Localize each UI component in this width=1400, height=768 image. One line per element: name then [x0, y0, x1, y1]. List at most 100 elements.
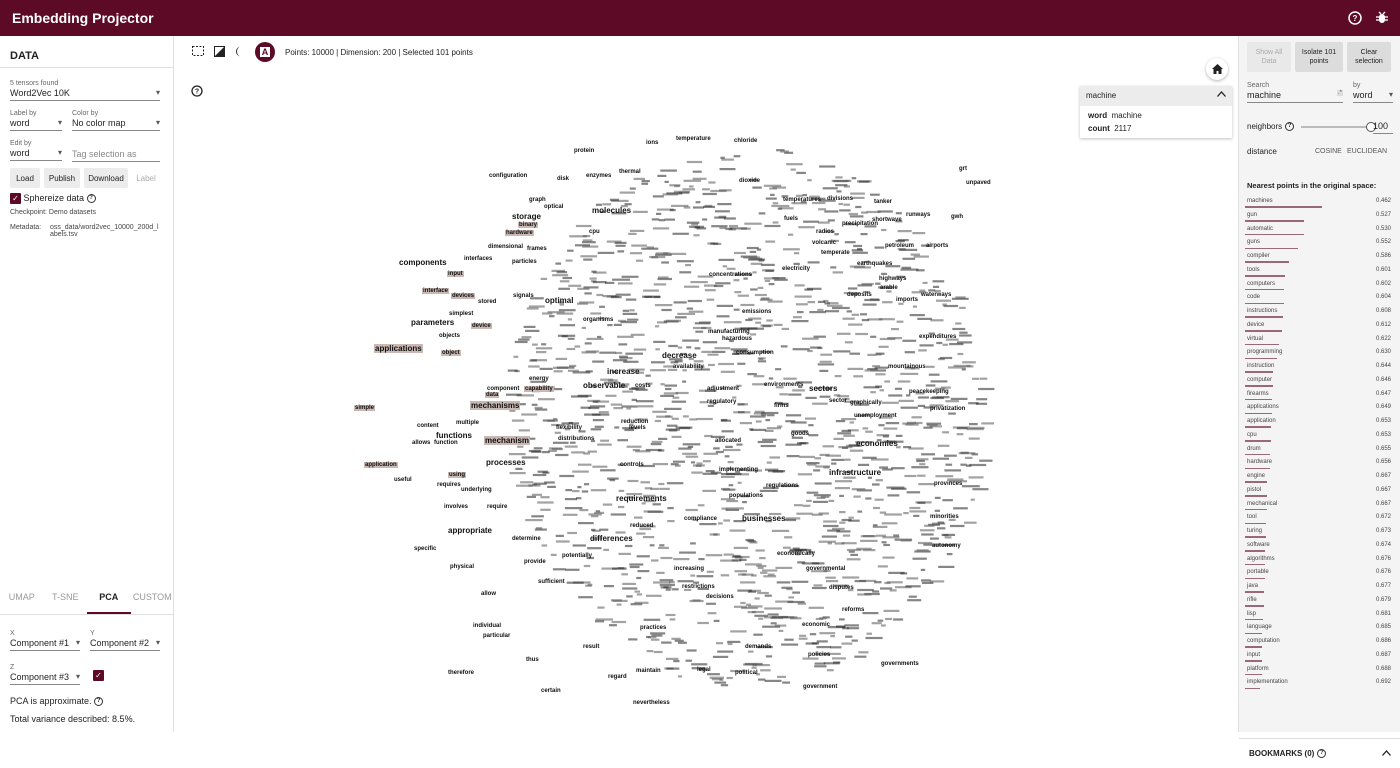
color-by-select[interactable]: Color by No color map▾ [72, 110, 160, 131]
point-label[interactable]: maintain [636, 668, 661, 674]
point-label[interactable]: graph [529, 197, 546, 203]
neighbors-slider[interactable] [1301, 122, 1376, 132]
point-label[interactable]: organisms [583, 317, 614, 323]
point-label[interactable]: simple [354, 405, 376, 411]
point-label[interactable]: using [448, 472, 466, 478]
point-label[interactable]: government [803, 684, 838, 690]
point-label[interactable]: divisions [827, 196, 854, 202]
euclidean-toggle[interactable]: EUCLIDEAN [1347, 148, 1388, 155]
point-label[interactable]: decisions [706, 594, 734, 600]
point-label[interactable]: grt [959, 166, 967, 172]
selected-point-header[interactable]: machine [1080, 86, 1232, 106]
regex-icon[interactable]: .* [1336, 90, 1343, 96]
point-label[interactable]: emissions [742, 309, 772, 315]
bug-icon[interactable] [1376, 11, 1388, 25]
point-label[interactable]: infrastructure [829, 468, 882, 477]
point-label[interactable]: specific [414, 546, 437, 552]
select-rectangle-icon[interactable] [192, 46, 204, 58]
point-label[interactable]: goods [791, 431, 809, 437]
point-label[interactable]: unpaved [966, 180, 991, 186]
point-label[interactable]: thermal [619, 169, 641, 175]
point-label[interactable]: tanker [874, 199, 893, 205]
point-label[interactable]: determine [512, 536, 541, 542]
point-label[interactable]: unemployment [854, 413, 897, 419]
point-label[interactable]: mechanism [484, 436, 531, 445]
point-label[interactable]: deposits [847, 292, 872, 298]
point-label[interactable]: parameters [411, 318, 455, 327]
point-label[interactable]: decrease [662, 351, 697, 360]
point-label[interactable]: economic [802, 622, 831, 628]
point-label[interactable]: sector [829, 398, 848, 404]
point-label[interactable]: underlying [461, 487, 492, 493]
point-label[interactable]: objects [439, 333, 461, 339]
point-label[interactable]: device [471, 323, 492, 329]
point-label[interactable]: energy [529, 376, 549, 382]
point-label[interactable]: function [434, 440, 458, 446]
point-label[interactable]: ions [646, 140, 659, 146]
help-icon[interactable]: ? [94, 697, 104, 707]
point-label[interactable]: involves [444, 504, 469, 510]
help-icon[interactable]: ? [1285, 122, 1295, 131]
point-label[interactable]: multiple [456, 420, 480, 426]
isolate-points-button[interactable]: Isolate 101 points [1295, 42, 1343, 72]
point-label[interactable]: adjustment [707, 386, 740, 392]
tab-umap[interactable]: UMAP [8, 592, 35, 602]
bookmarks-section[interactable]: BOOKMARKS (0) ? [1239, 738, 1400, 768]
point-label[interactable]: processes [486, 458, 526, 467]
pca-z-checkbox[interactable]: ✓ [93, 670, 104, 682]
point-label[interactable]: flexibility [556, 425, 583, 431]
point-label[interactable]: regulations [766, 483, 799, 489]
point-label[interactable]: petroleum [885, 243, 915, 249]
point-label[interactable]: increase [607, 367, 640, 376]
moon-icon[interactable] [235, 46, 245, 59]
point-label[interactable]: provinces [934, 481, 963, 487]
point-label[interactable]: optical [544, 204, 564, 210]
point-label[interactable]: devices [451, 293, 476, 299]
point-label[interactable]: appropriate [448, 526, 493, 535]
cosine-toggle[interactable]: COSINE [1315, 148, 1342, 155]
point-label[interactable]: reduced [630, 523, 654, 529]
point-label[interactable]: firms [774, 403, 789, 409]
show-all-data-button[interactable]: Show All Data [1247, 42, 1291, 72]
pca-y-select[interactable]: Y Component #2▾ [90, 630, 160, 651]
pca-x-select[interactable]: X Component #1▾ [10, 630, 80, 651]
pca-z-enable[interactable]: ✓ [93, 670, 104, 682]
search-by-select[interactable]: by word▾ [1353, 82, 1393, 103]
point-label[interactable]: binary [518, 222, 539, 228]
point-label[interactable]: provide [524, 559, 546, 565]
point-label[interactable]: result [583, 644, 600, 650]
point-label[interactable]: simplest [449, 311, 474, 317]
point-label[interactable]: particular [483, 633, 511, 639]
tab-tsne[interactable]: T-SNE [51, 592, 79, 602]
point-label[interactable]: protein [574, 148, 595, 154]
point-label[interactable]: requirements [616, 494, 667, 503]
point-label[interactable]: governmental [806, 566, 846, 572]
point-label[interactable]: economies [856, 439, 898, 448]
point-label[interactable]: policies [808, 652, 831, 658]
point-label[interactable]: fuels [784, 216, 799, 222]
point-label[interactable]: disk [557, 176, 570, 182]
point-label[interactable]: imports [896, 297, 919, 303]
edit-by-select[interactable]: Edit by word▾ [10, 140, 62, 161]
point-label[interactable]: chloride [734, 138, 758, 144]
point-label[interactable]: reforms [842, 607, 865, 613]
point-label[interactable]: compliance [684, 516, 718, 522]
label-by-select[interactable]: Label by word▾ [10, 110, 62, 131]
